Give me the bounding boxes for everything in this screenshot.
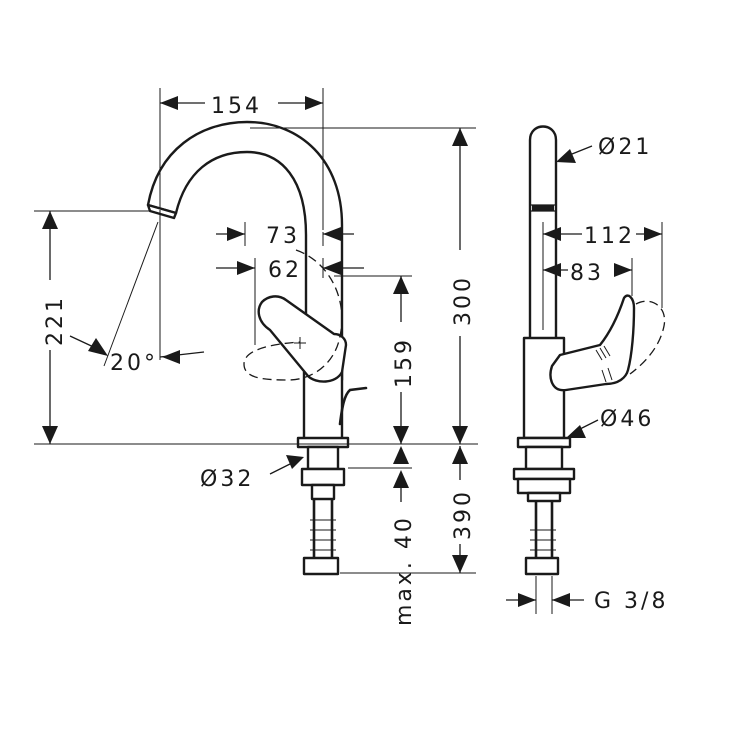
- lever-handle-front: [257, 295, 348, 383]
- dim-20deg: 20°: [110, 351, 158, 376]
- dim-112: 112: [584, 224, 635, 249]
- side-dimensions: Ø21 112 83 Ø46 G 3/8: [506, 135, 668, 614]
- hose-fitting-side: [524, 556, 560, 576]
- base-flange-front: [296, 436, 350, 449]
- dim-dia-32: Ø32: [200, 467, 254, 492]
- side-view: [512, 125, 666, 576]
- dim-dia-21: Ø21: [598, 135, 652, 160]
- dim-73: 73: [266, 224, 300, 249]
- lift-rod: [338, 386, 368, 426]
- hose-fitting-front: [302, 556, 340, 576]
- nut-lower-front: [310, 483, 336, 501]
- handle-swing-dashed: [243, 249, 343, 381]
- dim-62: 62: [268, 258, 302, 283]
- shank-side: [524, 445, 564, 471]
- dim-83: 83: [570, 261, 604, 286]
- dim-thread: G 3/8: [594, 589, 668, 614]
- shank-front: [306, 445, 340, 471]
- dim-159: 159: [392, 337, 417, 388]
- base-flange-side: [516, 436, 572, 449]
- dim-dia-46: Ø46: [600, 407, 654, 432]
- dim-390: 390: [451, 489, 476, 540]
- nut-lower-side: [516, 477, 572, 495]
- nut-front: [300, 467, 346, 487]
- dim-max-40: max. 40: [392, 515, 417, 626]
- lever-handle-side: [549, 294, 636, 392]
- nut-side: [512, 467, 576, 481]
- dim-300: 300: [451, 275, 476, 326]
- nut-bottom-side: [526, 491, 562, 503]
- tap-body-front: [302, 370, 344, 442]
- dim-221: 221: [43, 295, 68, 346]
- dim-154: 154: [211, 94, 262, 119]
- spout-tip: [146, 203, 178, 220]
- front-view: [146, 120, 368, 576]
- handle-swing-dashed-side: [629, 300, 666, 375]
- front-dimensions: 154 300 221 20° 73: [34, 88, 478, 626]
- aerator-side: [532, 205, 554, 211]
